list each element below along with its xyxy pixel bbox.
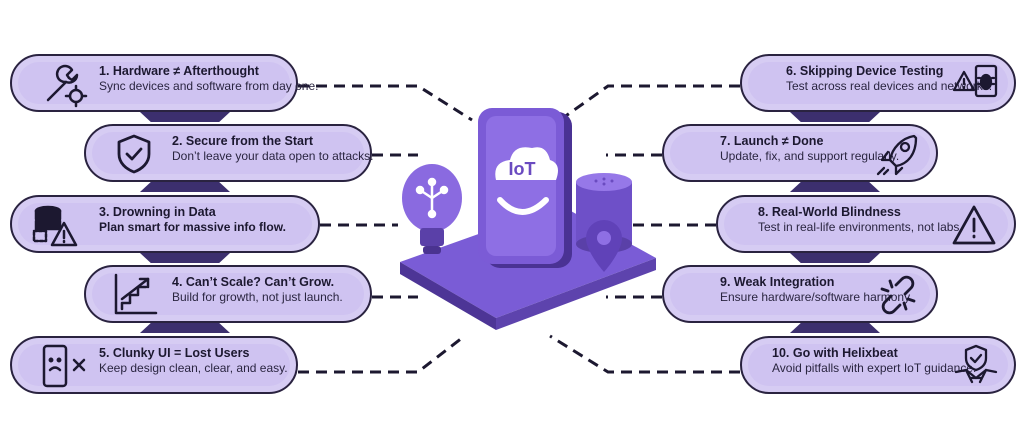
- right-connector-4: [790, 323, 880, 333]
- card-2-title: 2. Secure from the Start: [172, 134, 314, 148]
- card-3: 3. Drowning in Data Plan smart for massi…: [10, 195, 320, 253]
- card-8: 8. Real-World Blindness Test in real-lif…: [716, 195, 1016, 253]
- card-7: 7. Launch ≠ Done Update, fix, and suppor…: [662, 124, 938, 182]
- card-6-description: Test across real devices and networks.: [786, 79, 993, 93]
- right-connector-1: [790, 112, 880, 122]
- bug-warning-icon: [952, 60, 1000, 108]
- card-8-description: Test in real-life environments, not labs…: [758, 220, 963, 234]
- card-1-title: 1. Hardware ≠ Afterthought: [99, 64, 259, 78]
- shield-check-icon: [110, 130, 158, 178]
- right-connector-2: [790, 182, 880, 192]
- left-connector-4: [140, 323, 230, 333]
- card-5-title: 5. Clunky UI = Lost Users: [99, 346, 250, 360]
- card-10: 10. Go with Helixbeat Avoid pitfalls wit…: [740, 336, 1016, 394]
- handshake-shield-icon: [952, 342, 1000, 390]
- card-6: 6. Skipping Device Testing Test across r…: [740, 54, 1016, 112]
- wrench-gear-icon: [40, 60, 88, 108]
- sad-phone-icon: [40, 342, 88, 390]
- card-2: 2. Secure from the Start Don’t leave you…: [84, 124, 373, 182]
- rocket-icon: [874, 130, 922, 178]
- card-9: 9. Weak Integration Ensure hardware/soft…: [662, 265, 938, 323]
- card-4: 4. Can’t Scale? Can’t Grow. Build for gr…: [84, 265, 372, 323]
- left-connector-1: [140, 112, 230, 122]
- left-connector-3: [140, 253, 230, 263]
- card-5-description: Keep design clean, clear, and easy.: [99, 361, 288, 375]
- dashed-connectors: [298, 84, 740, 374]
- left-connector-2: [140, 182, 230, 192]
- card-6-title: 6. Skipping Device Testing: [786, 64, 944, 78]
- card-7-description: Update, fix, and support regularly.: [720, 149, 900, 163]
- connector-line-1: [298, 84, 473, 122]
- card-2-description: Don’t leave your data open to attacks.: [172, 149, 374, 163]
- connector-line-6: [559, 84, 740, 122]
- card-7-title: 7. Launch ≠ Done: [720, 134, 824, 148]
- smartphone-icon: IoT: [478, 108, 572, 268]
- card-9-description: Ensure hardware/software harmony.: [720, 290, 913, 304]
- light-bulb-icon: [402, 164, 462, 254]
- cloud-icon: [495, 147, 558, 180]
- card-5: 5. Clunky UI = Lost Users Keep design cl…: [10, 336, 298, 394]
- card-8-title: 8. Real-World Blindness: [758, 205, 901, 219]
- card-4-description: Build for growth, not just launch.: [172, 290, 343, 304]
- connector-line-5: [298, 336, 463, 374]
- broken-chain-icon: [874, 271, 922, 319]
- card-3-title: 3. Drowning in Data: [99, 205, 216, 219]
- card-10-title: 10. Go with Helixbeat: [772, 346, 898, 360]
- right-connector-3: [790, 253, 880, 263]
- card-1: 1. Hardware ≠ Afterthought Sync devices …: [10, 54, 318, 112]
- location-pin-icon: [586, 220, 622, 272]
- growth-chart-icon: [110, 271, 158, 319]
- smile-icon: [497, 197, 549, 215]
- warning-triangle-icon: [950, 201, 998, 249]
- smart-speaker-icon: [576, 173, 632, 253]
- card-1-description: Sync devices and software from day one.: [99, 79, 319, 93]
- database-warning-icon: [30, 201, 78, 249]
- card-4-title: 4. Can’t Scale? Can’t Grow.: [172, 275, 335, 289]
- card-3-description: Plan smart for massive info flow.: [99, 220, 286, 234]
- card-10-description: Avoid pitfalls with expert IoT guidance.: [772, 361, 977, 375]
- card-9-title: 9. Weak Integration: [720, 275, 835, 289]
- connector-line-10: [549, 334, 740, 374]
- iot-badge-text: IoT: [509, 159, 536, 179]
